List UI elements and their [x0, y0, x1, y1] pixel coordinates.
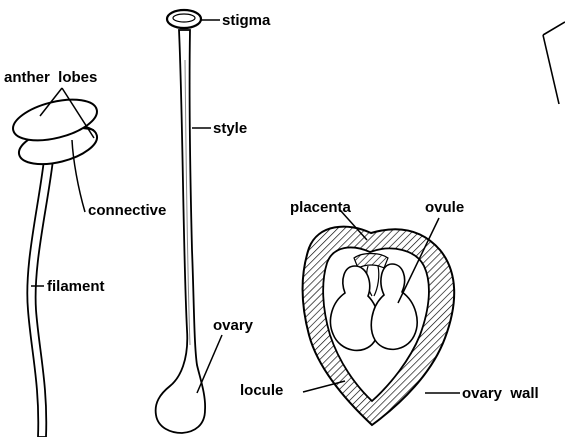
label-style: style [213, 120, 247, 137]
label-filament: filament [47, 278, 105, 295]
pistil [156, 10, 205, 433]
ovary-section [303, 227, 455, 425]
stamen [9, 92, 101, 437]
filament [27, 160, 53, 437]
label-anther-lobes: anther lobes [4, 69, 97, 86]
stigma-head [167, 10, 201, 28]
label-ovary-pistil: ovary [213, 317, 254, 334]
label-ovule: ovule [425, 199, 464, 216]
label-stigma: stigma [222, 12, 271, 29]
label-ovary-wall: ovary wall [462, 385, 539, 402]
partial-outline [543, 22, 565, 104]
label-placenta: placenta [290, 199, 352, 216]
label-locule: locule [240, 382, 283, 399]
pistil-body [156, 30, 205, 433]
leader-ovary-pistil [197, 335, 222, 393]
label-connective: connective [88, 202, 166, 219]
